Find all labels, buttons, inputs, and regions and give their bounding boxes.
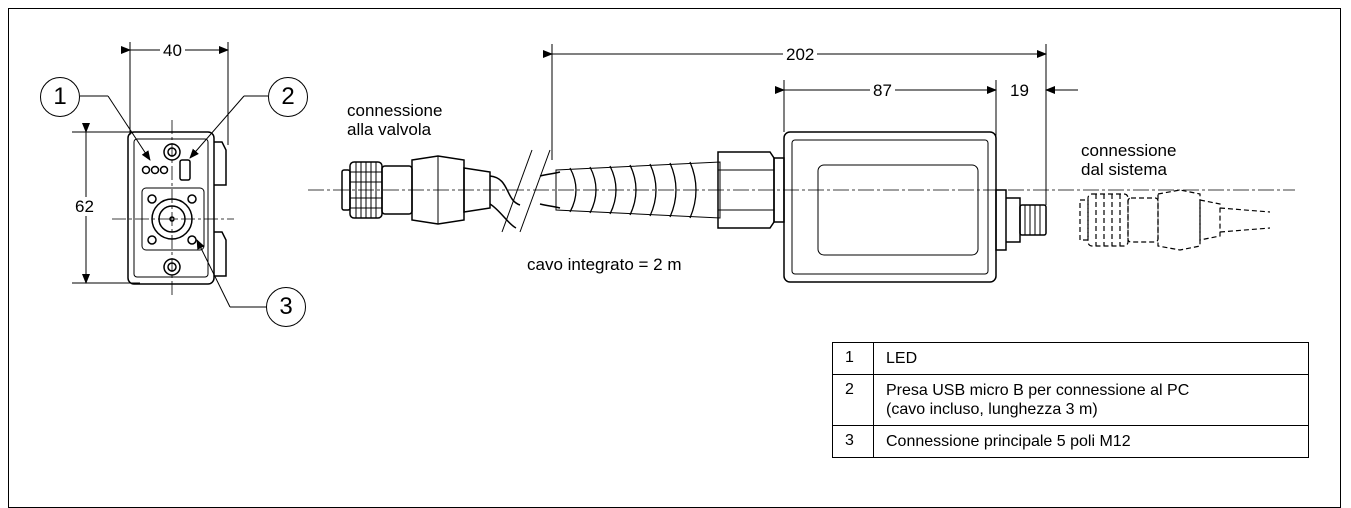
front-view xyxy=(72,42,268,308)
valve-connection-line2: alla valvola xyxy=(347,120,432,139)
cable-label: cavo integrato = 2 m xyxy=(527,255,682,274)
legend-row: 1 LED xyxy=(832,342,1309,375)
technical-drawing xyxy=(72,42,1295,308)
valve-connection-label: connessione alla valvola xyxy=(347,101,442,139)
dimension-connector-length: 19 xyxy=(1007,81,1032,100)
dimension-width: 40 xyxy=(160,41,185,60)
legend-row: 2 Presa USB micro B per connessione al P… xyxy=(832,374,1309,426)
dimension-height: 62 xyxy=(72,197,97,216)
valve-connection-line1: connessione xyxy=(347,101,443,120)
legend-row: 3 Connessione principale 5 poli M12 xyxy=(832,425,1309,458)
legend-description: LED xyxy=(873,342,1309,375)
legend-number: 3 xyxy=(832,425,874,458)
system-connector xyxy=(1079,189,1271,251)
dimension-body-length: 87 xyxy=(870,81,895,100)
legend-table: 1 LED 2 Presa USB micro B per connession… xyxy=(832,342,1309,458)
callout-3: 3 xyxy=(266,287,306,327)
system-connection-line1: connessione xyxy=(1081,141,1177,160)
system-connection-label: connessione dal sistema xyxy=(1081,141,1176,179)
dimension-total-length: 202 xyxy=(783,45,818,64)
system-connection-line2: dal sistema xyxy=(1081,160,1167,179)
legend-description: Presa USB micro B per connessione al PC … xyxy=(873,374,1309,426)
legend-number: 2 xyxy=(832,374,874,426)
callout-2: 2 xyxy=(268,77,308,117)
callout-1: 1 xyxy=(40,77,80,117)
side-view xyxy=(308,44,1295,283)
legend-number: 1 xyxy=(832,342,874,375)
legend-description: Connessione principale 5 poli M12 xyxy=(873,425,1309,458)
